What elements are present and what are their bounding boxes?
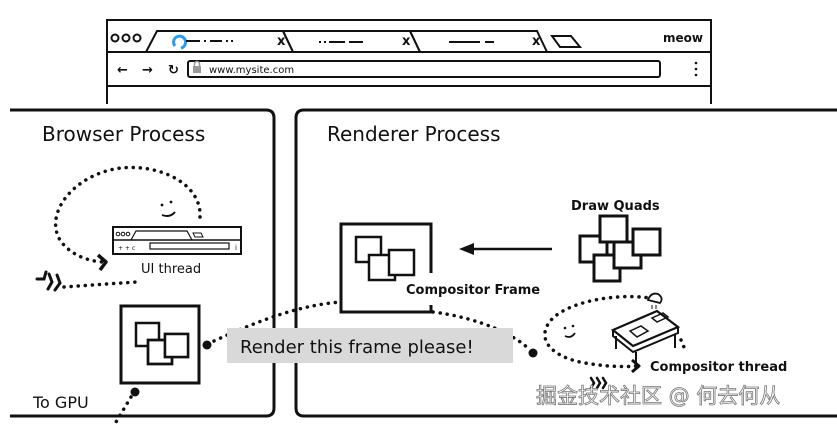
toolbar: ← → ↻ www.mysite.com <box>117 60 698 78</box>
quads-to-frame-arrowhead-icon <box>459 243 474 255</box>
address-url[interactable]: www.mysite.com <box>209 65 294 76</box>
to-gpu-endpoint-dot <box>130 387 140 397</box>
ui-thread-loop-arrowhead-icon <box>96 253 108 272</box>
ui-thread-browser-icon: + + c i <box>112 226 242 255</box>
callout-text: Render this frame please! <box>240 337 474 358</box>
tab-2[interactable]: x <box>281 30 421 53</box>
svg-text:+ + c: + + c <box>118 245 135 252</box>
lock-icon <box>193 66 201 73</box>
to-gpu-label: To GPU <box>32 393 89 412</box>
message-source-dot <box>202 340 212 350</box>
loading-spinner-icon <box>172 34 188 50</box>
tab-3[interactable]: x <box>408 30 548 53</box>
message-dots-right <box>431 310 532 352</box>
compositor-smiley-icon <box>563 324 576 338</box>
draw-quads-icon <box>578 214 662 283</box>
browser-process-panel: Browser Process + + c i <box>10 108 276 424</box>
compositor-motion-lines-icon <box>589 376 608 390</box>
tab-3-close-icon[interactable]: x <box>532 34 541 49</box>
compositor-thread-loop <box>543 294 662 369</box>
browser-process-border <box>10 108 276 418</box>
reload-icon[interactable]: ↻ <box>168 63 179 78</box>
compositor-thread-label: Compositor thread <box>650 360 787 375</box>
browser-compositor-frame-icon <box>119 304 201 385</box>
draw-quads-label: Draw Quads <box>571 199 660 214</box>
message-target-dot <box>528 348 538 358</box>
compositor-frame-icon <box>339 222 433 314</box>
browser-process-title: Browser Process <box>42 122 205 146</box>
svg-text:i: i <box>235 244 237 252</box>
ui-thread-label: UI thread <box>141 262 201 277</box>
renderer-process-border <box>294 108 837 418</box>
compositor-frame-label: Compositor Frame <box>406 283 540 298</box>
address-bar[interactable] <box>187 60 661 78</box>
window-controls[interactable] <box>110 33 142 43</box>
renderer-process-panel: Renderer Process Compositor Frame Draw Q… <box>294 108 837 418</box>
window-control-maximize-icon[interactable] <box>132 33 142 43</box>
to-gpu-dots <box>114 395 133 424</box>
message-dots-left <box>212 300 343 343</box>
back-arrow-icon[interactable]: ← <box>117 63 128 78</box>
ui-thread-smiley-icon <box>160 200 176 217</box>
callout-box <box>227 328 513 363</box>
compositor-desk-icon <box>610 292 681 365</box>
window-control-close-icon[interactable] <box>110 33 120 43</box>
watermark-text: 掘金技术社区 @ 何去何从 <box>536 384 780 408</box>
new-tab-button[interactable] <box>550 35 583 48</box>
incoming-motion-lines-icon <box>35 270 62 292</box>
render-frame-message: Render this frame please! <box>202 300 538 363</box>
window-control-minimize-icon[interactable] <box>121 33 131 43</box>
forward-arrow-icon[interactable]: → <box>142 63 153 78</box>
renderer-process-title: Renderer Process <box>327 122 501 146</box>
tab-1-close-icon[interactable]: x <box>277 34 286 49</box>
tab-2-close-icon[interactable]: x <box>402 34 411 49</box>
tab-1[interactable]: x <box>145 30 294 53</box>
browser-window: x x x meow ← → ↻ www.my <box>105 19 715 118</box>
profile-label[interactable]: meow <box>663 31 703 45</box>
ui-thread-incoming-dots <box>62 280 138 289</box>
menu-kebab-icon[interactable] <box>694 61 698 77</box>
compositor-thread-tail-dots <box>679 338 688 354</box>
compositor-thread-loop-arrowhead-icon <box>631 358 641 374</box>
ui-thread-loop <box>53 165 202 264</box>
tab-3-shape[interactable] <box>408 30 548 53</box>
